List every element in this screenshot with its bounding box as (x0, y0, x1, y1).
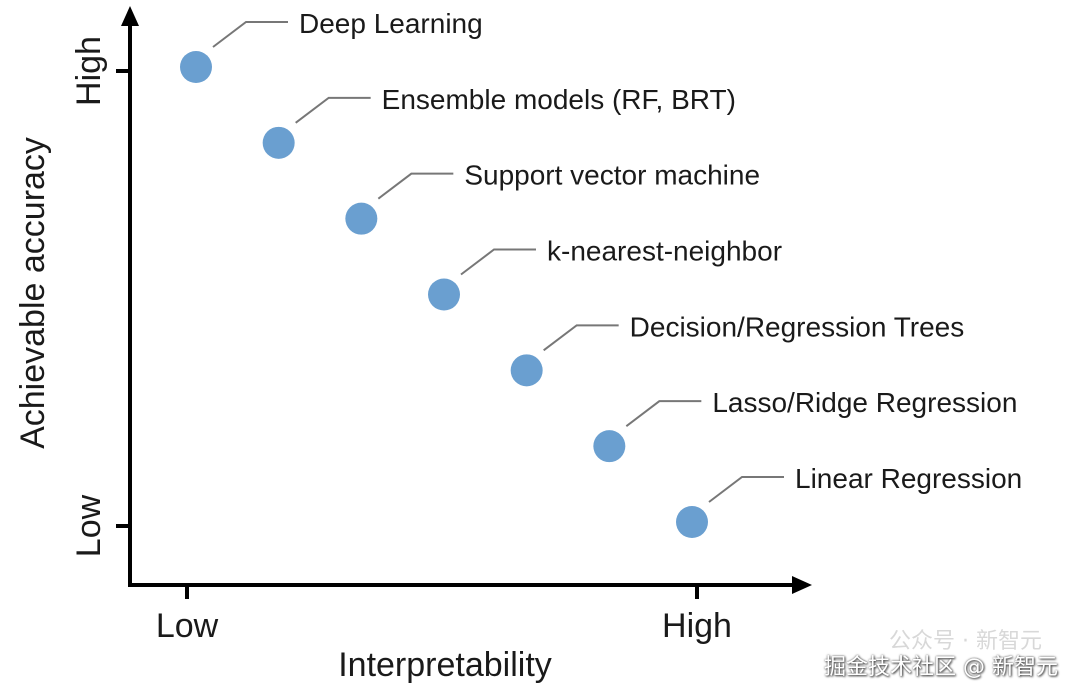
y-axis-title: Achievable accuracy (14, 137, 52, 449)
data-point (262, 126, 295, 159)
point-label: Ensemble models (RF, BRT) (382, 84, 736, 115)
y-axis-arrow (121, 6, 139, 26)
leader-line (295, 96, 371, 124)
leader-line (708, 476, 784, 503)
point-label: Linear Regression (795, 463, 1022, 494)
point-label: Lasso/Ridge Regression (712, 387, 1017, 418)
data-point (593, 430, 626, 463)
data-point (345, 202, 378, 235)
leader-line (377, 172, 454, 200)
data-point (180, 51, 212, 83)
point-label: k-nearest-neighbor (547, 236, 782, 267)
data-point (676, 506, 708, 538)
y-tick-label-low: Low (70, 494, 108, 557)
point-label: Support vector machine (464, 160, 760, 191)
x-tick-label-low: Low (156, 607, 219, 645)
data-point (510, 354, 543, 387)
point-label: Decision/Regression Trees (630, 311, 965, 342)
data-point (428, 278, 460, 311)
leader-line (543, 324, 619, 352)
x-axis-title: Interpretability (338, 646, 552, 684)
leader-line (625, 400, 702, 427)
x-axis-arrow (792, 576, 812, 594)
watermark-faint: 公众号 · 新智元 (889, 629, 1042, 654)
leader-line (460, 248, 536, 276)
point-label: Deep Learning (299, 8, 483, 39)
y-tick-label-high: High (70, 36, 108, 106)
x-tick-label-high: High (662, 607, 732, 645)
leader-line (212, 21, 288, 48)
watermark: 掘金技术社区 @ 新智元 (824, 655, 1058, 680)
